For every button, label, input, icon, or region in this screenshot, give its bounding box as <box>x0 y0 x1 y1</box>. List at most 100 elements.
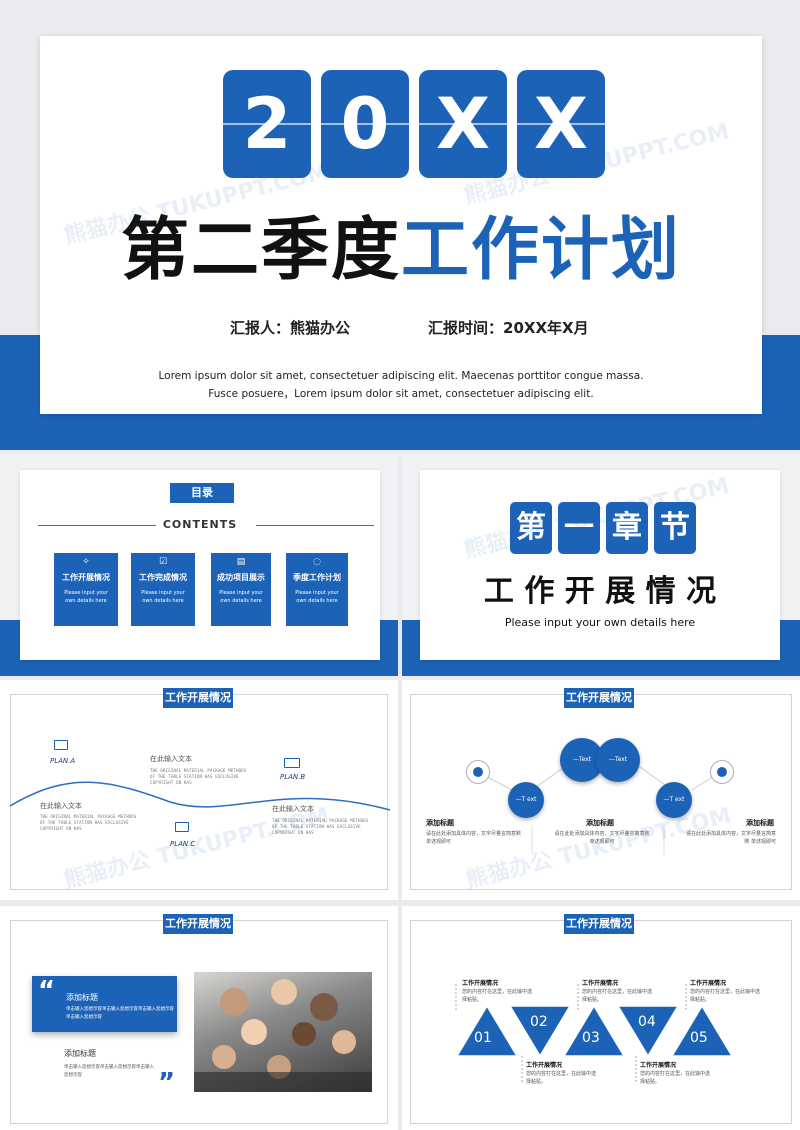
contents-rule-right <box>256 525 374 526</box>
chapter-char: 一 <box>558 502 600 554</box>
quote-body: 单击输入您想示容单击输入您想示容单击输入您想示容单击输入您想示容 <box>66 1007 174 1020</box>
bulb-icon: ✧ <box>82 557 90 567</box>
item-body: 您的内容打在这里，在此输中选择粘贴。 <box>526 1071 597 1085</box>
item-title: 工作完成情况 <box>139 573 187 582</box>
wave-curve <box>9 781 391 811</box>
team-photo-art <box>194 979 372 1092</box>
item-body: 您的内容打在这里，在此输中选择粘贴。 <box>582 989 653 1003</box>
digit-divider <box>223 123 607 125</box>
checklist-icon: ☑ <box>158 557 168 567</box>
digit-2: 2 <box>242 83 292 165</box>
triangle-number: 04 <box>638 1014 656 1030</box>
item-desc: Please input your own details here <box>64 590 108 604</box>
quote-close-icon: ” <box>158 1068 176 1098</box>
add-title: 添加标题 <box>746 819 774 827</box>
lorem-line-1: Lorem ipsum dolor sit amet, consectetuer… <box>158 370 644 382</box>
contents-item[interactable]: ▤ 成功项目展示 Please input your own details h… <box>211 553 271 626</box>
item-desc: Please input your own details here <box>295 590 339 604</box>
year-digits: 2 0 X X <box>223 70 607 178</box>
item-title: 工作开展情况 <box>640 1062 677 1069</box>
title-blue: 工作计划 <box>401 211 682 290</box>
chat-icon: ◌ <box>313 557 321 567</box>
chapter-char: 章 <box>606 502 648 554</box>
add-title: 添加标题 <box>426 819 454 827</box>
contents-item[interactable]: ✧ 工作开展情况 Please input your own details h… <box>54 553 118 626</box>
monitor-icon <box>175 822 189 832</box>
quote-box: “ 添加标题 单击输入您想示容单击输入您想示容单击输入您想示容单击输入您想示容 <box>32 976 177 1032</box>
item-title: 工作开展情况 <box>62 573 110 582</box>
triangle-row <box>455 984 733 1082</box>
chapter-char: 第 <box>510 502 552 554</box>
contents-heading: CONTENTS <box>162 518 238 531</box>
digit-x2: X <box>534 83 588 165</box>
body2: 单击输入您想示容单击输入您想示容单击输入您想示容 <box>64 1065 154 1078</box>
item-desc: Please input your own details here <box>141 590 185 604</box>
small-node <box>466 760 490 784</box>
item-body: 您的内容打在这里，在此输中选择粘贴。 <box>640 1071 711 1085</box>
triangle-05 <box>671 1005 733 1057</box>
lorem-line-2: Fusce posuere，Lorem ipsum dolor sit amet… <box>208 388 594 400</box>
add-title: 添加标题 <box>586 819 614 827</box>
plan-b: PLAN.B <box>280 773 306 781</box>
cover-slide: 2 0 X X 第二季度工作计划 汇报人：熊猫办公 汇报时间：20XX年X月 L… <box>40 36 762 414</box>
node-dot <box>473 767 483 777</box>
contents-item[interactable]: ☑ 工作完成情况 Please input your own details h… <box>131 553 195 626</box>
digit-0: 0 <box>340 83 390 165</box>
contents-rule-left <box>38 525 156 526</box>
title2: 添加标题 <box>64 1049 96 1058</box>
item-title: 季度工作计划 <box>293 573 341 582</box>
quote-open-icon: “ <box>38 976 56 1006</box>
triangle-03 <box>563 1005 625 1057</box>
plan-c: PLAN.C <box>170 840 196 848</box>
circles-tag: 工作开展情况 <box>564 688 634 708</box>
triangle-number: 03 <box>582 1030 600 1046</box>
input-body: THE ORIGINAL MATERIAL PACKAGE METHODS OF… <box>150 768 247 785</box>
triangle-04 <box>617 1005 679 1057</box>
title-black: 第二季度 <box>120 211 401 290</box>
wave-tag: 工作开展情况 <box>163 688 233 708</box>
item-title: 工作开展情况 <box>526 1062 563 1069</box>
chapter-subtitle: Please input your own details here <box>504 616 696 629</box>
triangles-slide: 工作开展情况 01 02 03 04 05 工作开展情况 您的内容打在这里，在此… <box>402 906 800 1130</box>
circles-slide: 工作开展情况 —Text —Text —T ext —T ext 添加标题 请在… <box>402 680 800 900</box>
item-body: 您的内容打在这里，在此输中选择粘贴。 <box>690 989 761 1003</box>
quote-title: 添加标题 <box>66 993 98 1002</box>
input-body: THE ORIGINAL MATERIAL PACKAGE METHODS OF… <box>272 818 369 835</box>
wave-slide: 工作开展情况 PLAN.A PLAN.B PLAN.C 在此输入文本 THE O… <box>0 680 398 900</box>
item-body: 您的内容打在这里，在此输中选择粘贴。 <box>462 989 533 1003</box>
text-circle: —T ext <box>656 782 692 818</box>
item-desc: Please input your own details here <box>219 590 263 604</box>
text-circle: —Text <box>596 738 640 782</box>
reporter: 汇报人：熊猫办公 <box>230 319 351 337</box>
input-label: 在此输入文本 <box>40 802 82 810</box>
monitor-icon <box>284 758 300 768</box>
text-circle: —T ext <box>508 782 544 818</box>
triangle-number: 05 <box>690 1030 708 1046</box>
item-title: 工作开展情况 <box>690 980 727 987</box>
input-label: 在此输入文本 <box>150 755 192 763</box>
input-body: THE ORIGINAL MATERIAL PACKAGE METHODS OF… <box>40 814 137 831</box>
plan-a: PLAN.A <box>50 757 76 765</box>
chapter-char: 节 <box>654 502 696 554</box>
book-icon: ▤ <box>236 557 246 567</box>
add-body: 请在此处添加具体内容，文字尽量言简意赅 单述观即可 <box>426 831 522 845</box>
item-title: 工作开展情况 <box>462 980 499 987</box>
add-body: 请在此处添加具体内容，文字尽量言简意赅 单述观即可 <box>554 831 650 845</box>
photo-slide: 工作开展情况 “ 添加标题 单击输入您想示容单击输入您想示容单击输入您想示容单击… <box>0 906 398 1130</box>
cover-title: 第二季度工作计划 <box>40 206 762 296</box>
circles-connectors <box>477 764 721 855</box>
report-time: 汇报时间：20XX年X月 <box>428 319 589 337</box>
triangle-number: 02 <box>530 1014 548 1030</box>
triangle-01 <box>456 1005 518 1057</box>
monitor-icon <box>54 740 68 750</box>
chapter-card: 第 一 章 节 工 作 开 展 情 况 Please input your ow… <box>420 470 780 660</box>
chapter-title: 工 作 开 展 情 况 <box>483 574 717 609</box>
contents-item[interactable]: ◌ 季度工作计划 Please input your own details h… <box>286 553 348 626</box>
node-dot <box>717 767 727 777</box>
input-label: 在此输入文本 <box>272 805 314 813</box>
contents-tag: 目录 <box>170 483 234 503</box>
add-body: 请在此处添加具体内容，文字尽量言简意赅 单述观即可 <box>686 831 777 845</box>
item-title: 工作开展情况 <box>582 980 619 987</box>
team-photo <box>194 972 372 1092</box>
item-title: 成功项目展示 <box>217 573 265 582</box>
